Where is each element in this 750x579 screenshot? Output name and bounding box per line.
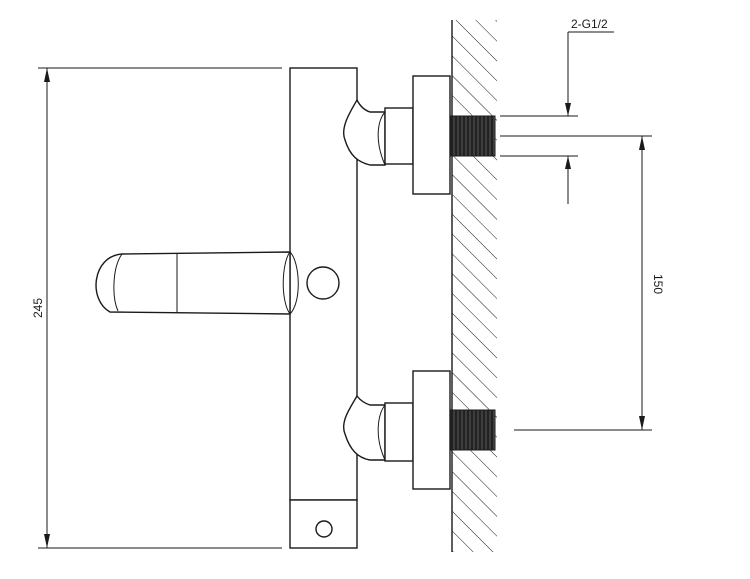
- spacing-dimension: 150: [500, 135, 665, 431]
- diverter-knob: [306, 266, 340, 300]
- spacing-arrow-top: [639, 136, 645, 150]
- spout: [95, 251, 340, 315]
- height-label: 245: [31, 298, 45, 318]
- spout-outline: [95, 251, 291, 315]
- upper-nut: [384, 107, 414, 165]
- height-arrow-top: [44, 68, 50, 82]
- cap-screw-hole: [315, 520, 333, 538]
- spout-inner-curve: [113, 253, 123, 312]
- spacing-arrow-bottom: [639, 416, 645, 430]
- upper-escutcheon: [412, 75, 451, 195]
- wall-hatching: [452, 20, 497, 552]
- thread-arrow-top: [565, 103, 571, 116]
- lower-s-union: [343, 394, 386, 461]
- upper-s-union: [343, 98, 386, 166]
- height-dimension: 245: [31, 67, 282, 549]
- spacing-label: 150: [651, 274, 665, 294]
- lower-connector: [343, 370, 496, 490]
- lower-nut: [384, 402, 414, 462]
- upper-connector: [343, 75, 496, 195]
- lower-thread: [449, 409, 496, 451]
- spout-neck-curve: [282, 251, 291, 315]
- height-arrow-bottom: [44, 534, 50, 548]
- spout-neck-curve-inner: [289, 251, 299, 315]
- thread-dimension: 2-G1/2: [500, 17, 614, 204]
- lower-s-union-inner: [377, 404, 386, 461]
- wall: [451, 20, 497, 552]
- upper-thread: [449, 115, 496, 157]
- lower-escutcheon: [412, 370, 451, 490]
- upper-s-union-inner: [377, 111, 386, 166]
- thread-arrow-bottom: [565, 156, 571, 169]
- thread-label: 2-G1/2: [571, 17, 608, 31]
